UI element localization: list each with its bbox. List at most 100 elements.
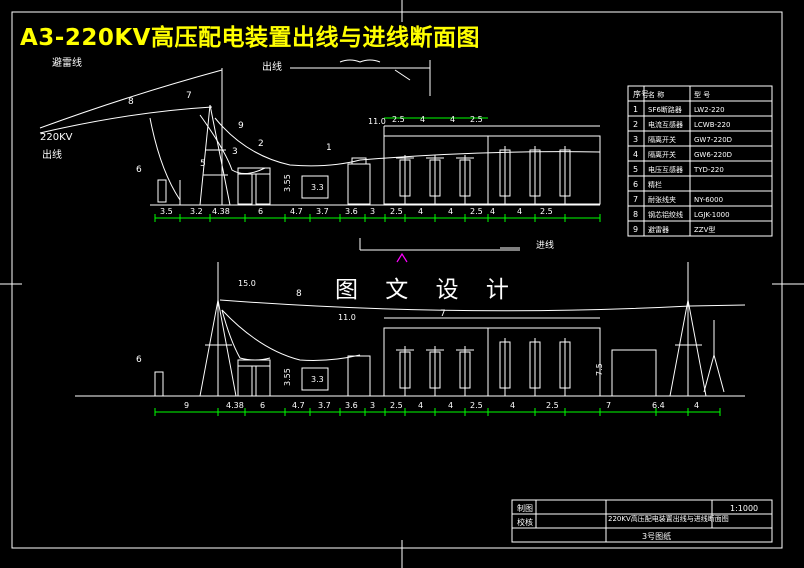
upper-insulators <box>399 146 571 204</box>
label-dim-75: 7.5 <box>595 363 604 376</box>
table-cell: SF6断路器 <box>648 105 682 114</box>
lower-dimension-line <box>154 408 721 416</box>
lower-dim-label: 3.7 <box>318 401 331 410</box>
table-cell: 8 <box>633 210 638 219</box>
table-cell: 隔离开关 <box>648 135 676 144</box>
top-dim: 4 <box>420 115 425 124</box>
upper-lightning-wire <box>39 69 223 129</box>
top-dim: 2.5 <box>470 115 483 124</box>
upper-dim-label: 2.5 <box>540 207 553 216</box>
title-block-sheet: 3号图纸 <box>642 531 671 541</box>
callout-8: 8 <box>128 97 134 107</box>
upper-dim-label: 3 <box>370 207 375 216</box>
upper-dim-label: 4 <box>517 207 522 216</box>
table-cell: 5 <box>633 165 638 174</box>
label-line-out: 出线 <box>42 148 62 161</box>
table-cell: NY-6000 <box>694 196 723 204</box>
upper-dim-label: 4 <box>490 207 495 216</box>
lower-dim-label: 4 <box>418 401 423 410</box>
lower-dim-label: 9 <box>184 401 189 410</box>
table-cell: 电压互感器 <box>648 165 683 174</box>
upper-dim-label: 3.5 <box>160 207 173 216</box>
upper-dim-label: 3.6 <box>345 207 358 216</box>
callout-1: 1 <box>326 143 332 153</box>
lower-structure-box <box>383 327 601 397</box>
callout-5: 5 <box>200 159 206 169</box>
callout-6-lower: 6 <box>136 355 142 365</box>
callout-6: 6 <box>136 165 142 175</box>
watermark: 图 文 设 计 <box>335 277 519 303</box>
lower-dim-label: 3 <box>370 401 375 410</box>
upper-dim-label: 4 <box>418 207 423 216</box>
table-cell: 1 <box>633 105 638 114</box>
table-cell: 2 <box>633 120 638 129</box>
upper-feeder-line <box>39 106 213 134</box>
table-cell: 3 <box>633 135 638 144</box>
callout-7-lower: 7 <box>440 309 446 319</box>
top-dim: 4 <box>450 115 455 124</box>
upper-dim-label: 3.7 <box>316 207 329 216</box>
label-outgoing-top: 出线 <box>262 60 282 73</box>
table-cell: ZZV型 <box>694 225 715 234</box>
lower-dim-label: 2.5 <box>546 401 559 410</box>
table-cell: LCWB-220 <box>694 121 730 129</box>
table-cell: 精栏 <box>648 180 662 189</box>
lower-dim-label: 4.7 <box>292 401 305 410</box>
lower-dim-label: 6 <box>260 401 265 410</box>
table-header-cell: 序号 <box>633 89 649 99</box>
label-dim-355: 3.55 <box>283 174 292 192</box>
upper-dim-label: 4.7 <box>290 207 303 216</box>
upper-section <box>39 59 601 206</box>
callout-7: 7 <box>186 91 192 101</box>
upper-dimension-line <box>154 117 601 222</box>
title-block-check: 校核 <box>517 517 533 527</box>
title-block-name: 220KV高压配电装置出线与进线断面图 <box>608 514 729 523</box>
upper-structure-box <box>383 135 601 205</box>
upper-gantry-brace <box>199 104 211 206</box>
lower-overhead-wire <box>219 299 746 312</box>
table-cell: 7 <box>633 195 638 204</box>
callout-8-lower: 8 <box>296 289 302 299</box>
label-dim-355-lower: 3.55 <box>283 368 292 386</box>
lower-section <box>75 238 746 397</box>
lower-insulators <box>399 338 571 396</box>
table-cell: 避雷器 <box>648 225 669 234</box>
upper-dim-label: 2.5 <box>390 207 403 216</box>
label-line-220kv: 220KV <box>40 132 73 143</box>
table-header-cell: 型 号 <box>694 90 710 99</box>
label-dim-33: 3.3 <box>311 183 324 192</box>
table-cell: TYD-220 <box>693 166 724 174</box>
upper-dim-label: 4 <box>448 207 453 216</box>
table-cell: 4 <box>633 150 638 159</box>
lower-dim-label: 2.5 <box>390 401 403 410</box>
title-block <box>511 499 773 543</box>
upper-dim-label: 4.38 <box>212 207 230 216</box>
label-lightning-line: 避雷线 <box>52 56 82 69</box>
table-cell: 隔离开关 <box>648 150 676 159</box>
lower-dim-label: 4.38 <box>226 401 244 410</box>
lower-dim-label: 3.6 <box>345 401 358 410</box>
table-cell: 6 <box>633 180 638 189</box>
upper-bus-wire <box>359 151 601 161</box>
table-header-cell: 名 称 <box>648 90 664 99</box>
center-marker <box>396 252 408 263</box>
table-cell: 钢芯铝绞线 <box>648 210 683 219</box>
lower-dim-label: 7 <box>606 401 611 410</box>
table-cell: LGJK-1000 <box>694 211 730 219</box>
lower-dim-label: 4 <box>694 401 699 410</box>
label-dim-11: 11.0 <box>368 117 386 126</box>
label-dim-15: 15.0 <box>238 279 256 288</box>
lower-dim-label: 4 <box>510 401 515 410</box>
upper-dim-label: 2.5 <box>470 207 483 216</box>
lower-dim-label: 6.4 <box>652 401 665 410</box>
top-dim: 2.5 <box>392 115 405 124</box>
label-dim-33-lower: 3.3 <box>311 375 324 384</box>
callout-9: 9 <box>238 121 244 131</box>
table-cell: 9 <box>633 225 638 234</box>
table-cell: 耐张线夹 <box>648 195 676 204</box>
upper-dim-label: 3.2 <box>190 207 203 216</box>
lower-dim-label: 4 <box>448 401 453 410</box>
table-cell: GW6-220D <box>694 151 732 159</box>
